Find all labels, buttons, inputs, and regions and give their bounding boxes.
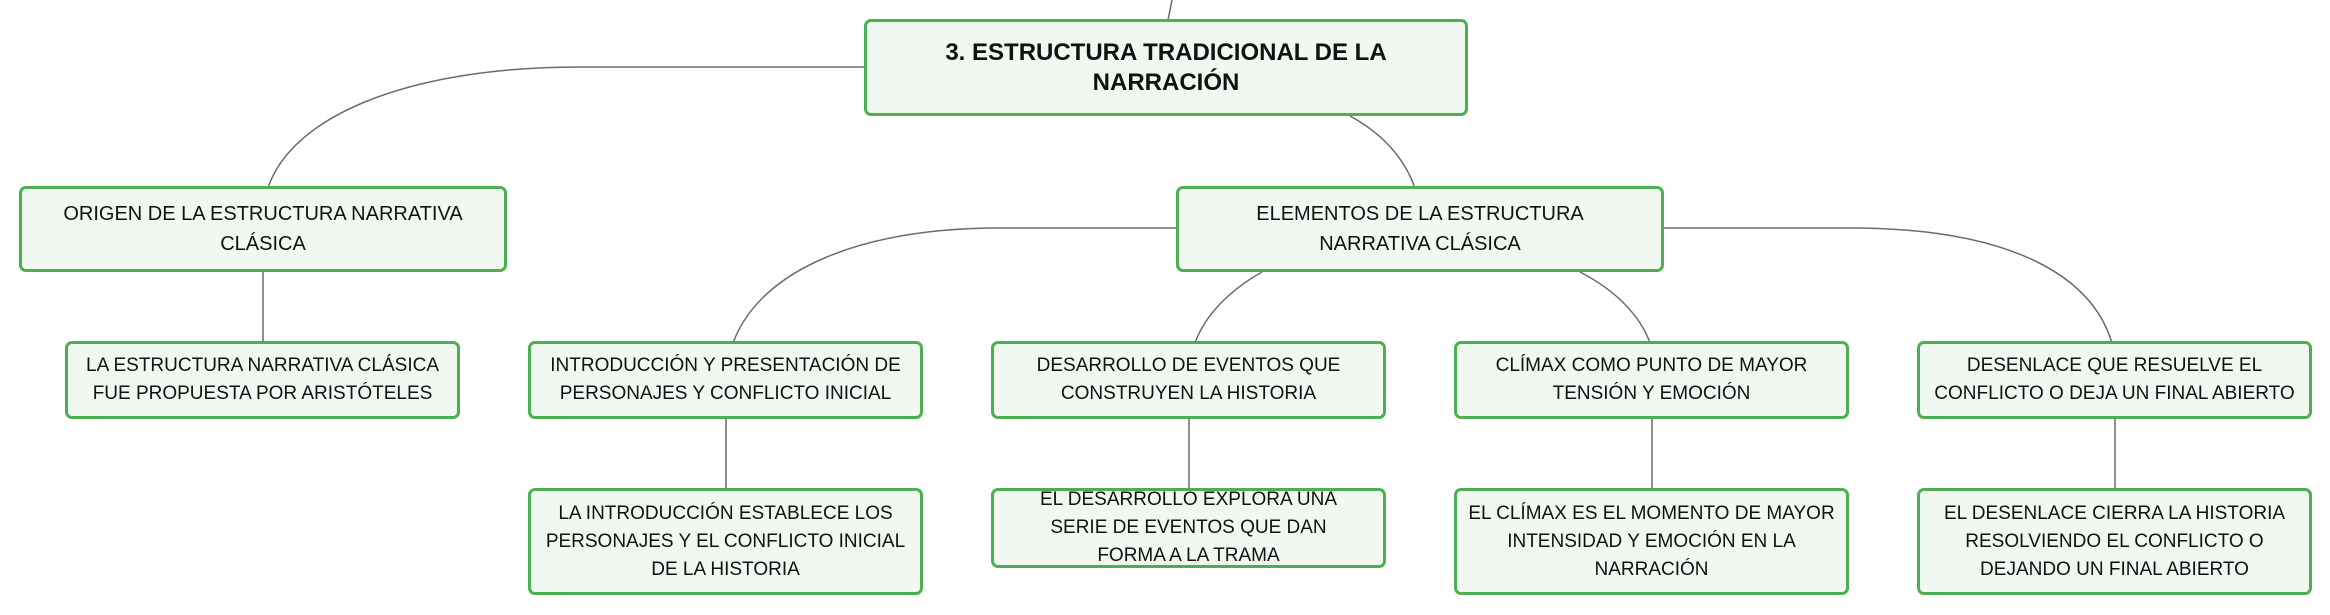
desarrollo-detail-label: EL DESARROLLO EXPLORA UNA SERIE DE EVENT… <box>1039 489 1338 566</box>
connector-root-elements <box>1349 115 1416 189</box>
connector-root-incoming <box>1167 0 1173 21</box>
origin-child-label: LA ESTRUCTURA NARRATIVA CLÁSICA FUE PROP… <box>86 355 439 404</box>
desenlace-label: DESENLACE QUE RESUELVE EL CONFLICTO O DE… <box>1934 355 2295 404</box>
connector-root-origin <box>267 66 868 189</box>
intro-node[interactable]: INTRODUCCIÓN Y PRESENTACIÓN DE PERSONAJE… <box>528 341 923 419</box>
origin-topic-node[interactable]: ORIGEN DE LA ESTRUCTURA NARRATIVA CLÁSIC… <box>19 186 507 272</box>
origin-child-node[interactable]: LA ESTRUCTURA NARRATIVA CLÁSICA FUE PROP… <box>65 341 460 419</box>
intro-label: INTRODUCCIÓN Y PRESENTACIÓN DE PERSONAJE… <box>550 355 901 404</box>
climax-detail-label: EL CLÍMAX ES EL MOMENTO DE MAYOR INTENSI… <box>1468 502 1835 580</box>
climax-detail-node[interactable]: EL CLÍMAX ES EL MOMENTO DE MAYOR INTENSI… <box>1454 488 1849 595</box>
intro-detail-node[interactable]: LA INTRODUCCIÓN ESTABLECE LOS PERSONAJES… <box>528 488 923 595</box>
origin-topic-label: ORIGEN DE LA ESTRUCTURA NARRATIVA CLÁSIC… <box>63 203 463 255</box>
root-topic-label: 3. ESTRUCTURA TRADICIONAL DE LA NARRACIÓ… <box>945 38 1387 96</box>
root-topic-node[interactable]: 3. ESTRUCTURA TRADICIONAL DE LA NARRACIÓ… <box>864 19 1468 116</box>
connector-elements-intro <box>732 227 1178 344</box>
intro-detail-label: LA INTRODUCCIÓN ESTABLECE LOS PERSONAJES… <box>545 502 906 580</box>
desarrollo-node[interactable]: DESARROLLO DE EVENTOS QUE CONSTRUYEN LA … <box>991 341 1386 419</box>
desenlace-node[interactable]: DESENLACE QUE RESUELVE EL CONFLICTO O DE… <box>1917 341 2312 419</box>
elements-topic-label: ELEMENTOS DE LA ESTRUCTURA NARRATIVA CLÁ… <box>1256 203 1584 255</box>
desenlace-detail-label: EL DESENLACE CIERRA LA HISTORIA RESOLVIE… <box>1943 502 2286 580</box>
desenlace-detail-node[interactable]: EL DESENLACE CIERRA LA HISTORIA RESOLVIE… <box>1917 488 2312 595</box>
connector-elements-desarrollo <box>1194 271 1263 344</box>
elements-topic-node[interactable]: ELEMENTOS DE LA ESTRUCTURA NARRATIVA CLÁ… <box>1176 186 1664 272</box>
connector-elements-desenlace <box>1664 227 2113 344</box>
climax-node[interactable]: CLÍMAX COMO PUNTO DE MAYOR TENSIÓN Y EMO… <box>1454 341 1849 419</box>
desarrollo-label: DESARROLLO DE EVENTOS QUE CONSTRUYEN LA … <box>1036 355 1341 404</box>
climax-label: CLÍMAX COMO PUNTO DE MAYOR TENSIÓN Y EMO… <box>1495 355 1808 404</box>
desarrollo-detail-node[interactable]: EL DESARROLLO EXPLORA UNA SERIE DE EVENT… <box>991 488 1386 568</box>
connector-elements-climax <box>1579 271 1651 344</box>
